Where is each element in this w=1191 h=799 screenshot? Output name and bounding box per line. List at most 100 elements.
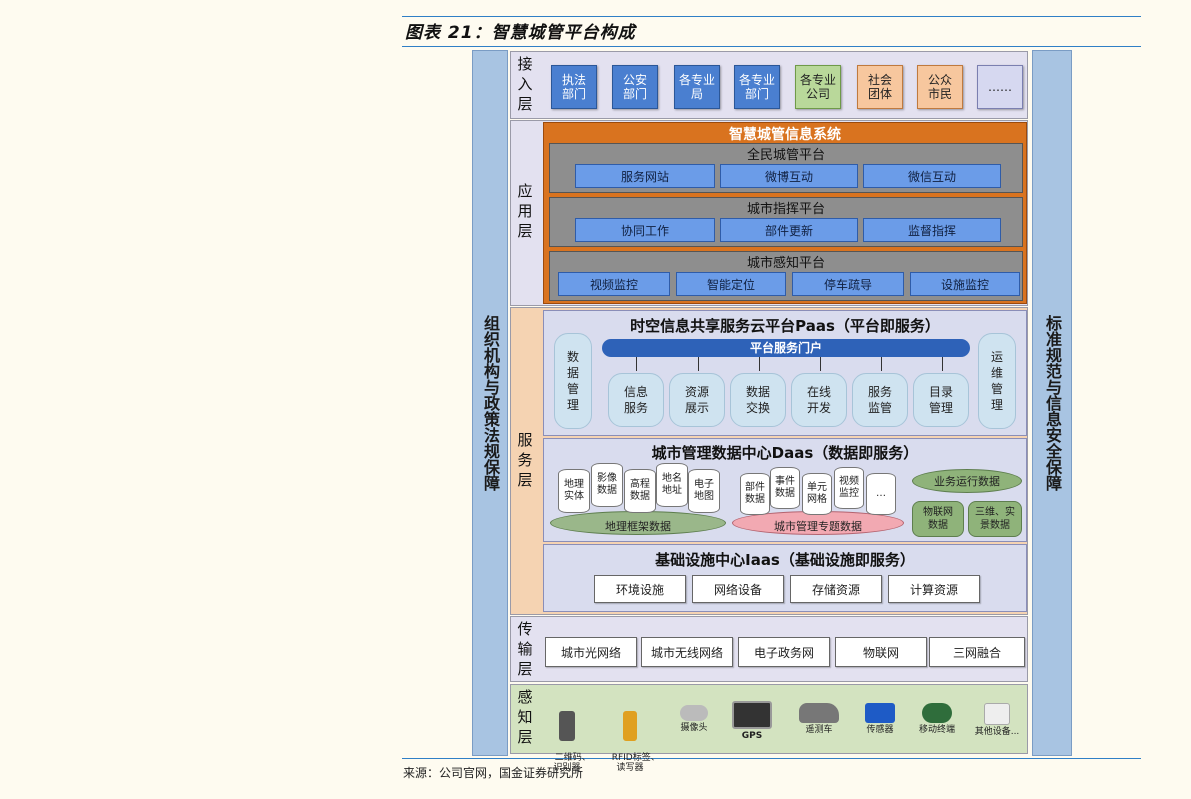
paas-panel: 时空信息共享服务云平台Paas（平台即服务） 数据管理 运维管理 平台服务门户 … bbox=[543, 310, 1027, 436]
access-layer: 接入层 执法 部门 公安 部门 各专业 局 各专业 部门 各专业 公司 社会 团… bbox=[510, 51, 1028, 119]
3d-scene-data: 三维、实 景数据 bbox=[968, 501, 1022, 537]
platform-item: 部件更新 bbox=[720, 218, 858, 242]
platform-item: 微信互动 bbox=[863, 164, 1001, 188]
device-label: GPS bbox=[741, 731, 763, 741]
iaas-item: 计算资源 bbox=[888, 575, 980, 603]
device-label: 其他设备... bbox=[974, 727, 1020, 737]
service-layer-label: 服务层 bbox=[517, 431, 533, 489]
sensing-device: 遥测车 bbox=[791, 703, 847, 735]
platform-item: 服务网站 bbox=[575, 164, 715, 188]
sensing-device: 二维码、 识别器 bbox=[541, 691, 593, 783]
access-item: 公众 市民 bbox=[917, 65, 963, 109]
paas-service: 信息 服务 bbox=[608, 373, 664, 427]
daas-panel: 城市管理数据中心Daas（数据即服务） 地理框架数据 地理 实体 影像 数据 高… bbox=[543, 438, 1027, 542]
left-guarantee-bar: 组织机构与政策法规保障 bbox=[472, 50, 508, 756]
platform-item: 监督指挥 bbox=[863, 218, 1001, 242]
business-data: 业务运行数据 bbox=[912, 469, 1022, 493]
access-item: 各专业 公司 bbox=[795, 65, 841, 109]
iaas-item: 环境设施 bbox=[594, 575, 686, 603]
geo-data-cylinder: 电子 地图 bbox=[688, 469, 720, 513]
city-data-cylinder: 单元 网格 bbox=[802, 473, 832, 515]
network-item: 物联网 bbox=[835, 637, 927, 667]
city-topic-base: 城市管理专题数据 bbox=[732, 511, 904, 535]
camera-icon bbox=[680, 705, 708, 721]
sensor-icon bbox=[865, 703, 895, 723]
platform-item: 视频监控 bbox=[558, 272, 670, 296]
right-guarantee-bar: 标准规范与信息安全保障 bbox=[1032, 50, 1072, 756]
transport-layer-label: 传输层 bbox=[517, 620, 533, 678]
network-item: 城市无线网络 bbox=[641, 637, 733, 667]
daas-title: 城市管理数据中心Daas（数据即服务） bbox=[651, 444, 919, 462]
rfid-reader-icon bbox=[623, 711, 637, 741]
geo-data-cylinder: 地理 实体 bbox=[558, 469, 590, 513]
network-item: 城市光网络 bbox=[545, 637, 637, 667]
platform-title: 城市感知平台 bbox=[746, 256, 825, 271]
figure-title: 图表 21：智慧城管平台构成 bbox=[405, 23, 636, 43]
access-item: 执法 部门 bbox=[551, 65, 597, 109]
title-rule bbox=[402, 46, 1141, 47]
device-label: 传感器 bbox=[866, 725, 894, 735]
top-rule bbox=[402, 16, 1141, 17]
platform-panel: 城市指挥平台 协同工作 部件更新 监督指挥 bbox=[549, 197, 1023, 247]
device-label: 遥测车 bbox=[805, 725, 833, 735]
device-label: 移动终端 bbox=[918, 725, 955, 735]
platform-item: 协同工作 bbox=[575, 218, 715, 242]
right-guarantee-label: 标准规范与信息安全保障 bbox=[1043, 315, 1062, 491]
portal-connector bbox=[698, 357, 699, 371]
paas-service: 服务 监管 bbox=[852, 373, 908, 427]
mobile-terminal-icon bbox=[922, 703, 952, 723]
access-layer-label: 接入层 bbox=[517, 55, 533, 113]
access-item: 公安 部门 bbox=[612, 65, 658, 109]
smart-city-system: 智慧城管信息系统 全民城管平台 服务网站 微博互动 微信互动 城市指挥平台 协同… bbox=[543, 122, 1027, 304]
figure-source: 来源：公司官网，国金证券研究所 bbox=[403, 766, 584, 780]
platform-panel: 城市感知平台 视频监控 智能定位 停车疏导 设施监控 bbox=[549, 251, 1023, 301]
portal-connector bbox=[881, 357, 882, 371]
geo-data-cylinder: 高程 数据 bbox=[624, 469, 656, 513]
ops-management: 运维管理 bbox=[978, 333, 1016, 429]
sensing-layer: 感知层 二维码、 识别器 RFID标签、 读写器 摄像头 GPS 遥测车 传感器… bbox=[510, 684, 1028, 773]
application-layer: 应用层 智慧城管信息系统 全民城管平台 服务网站 微博互动 微信互动 城市指挥平… bbox=[510, 120, 1028, 306]
city-data-cylinder: … bbox=[866, 473, 896, 515]
application-layer-label: 应用层 bbox=[517, 182, 533, 240]
access-item: 社会 团体 bbox=[857, 65, 903, 109]
city-data-cylinder: 部件 数据 bbox=[740, 473, 770, 515]
portal-connector bbox=[820, 357, 821, 371]
left-guarantee-label: 组织机构与政策法规保障 bbox=[481, 315, 500, 491]
iot-data: 物联网 数据 bbox=[912, 501, 964, 537]
sensing-layer-label: 感知层 bbox=[517, 688, 533, 746]
geo-data-cylinder: 地名 地址 bbox=[656, 463, 688, 507]
data-management: 数据管理 bbox=[554, 333, 592, 429]
sensing-device: 移动终端 bbox=[909, 703, 965, 735]
sensing-device: GPS bbox=[727, 701, 777, 741]
device-label: RFID标签、 读写器 bbox=[611, 753, 660, 773]
transport-layer: 传输层 城市光网络 城市无线网络 电子政务网 物联网 三网融合 bbox=[510, 616, 1028, 682]
platform-title: 全民城管平台 bbox=[746, 148, 825, 163]
portal-connector bbox=[636, 357, 637, 371]
bottom-rule bbox=[402, 758, 1141, 759]
paas-service: 目录 管理 bbox=[913, 373, 969, 427]
platform-title: 城市指挥平台 bbox=[746, 202, 825, 217]
iaas-item: 网络设备 bbox=[692, 575, 784, 603]
paas-title: 时空信息共享服务云平台Paas（平台即服务） bbox=[630, 317, 940, 335]
access-item: 各专业 局 bbox=[674, 65, 720, 109]
platform-item: 停车疏导 bbox=[792, 272, 904, 296]
portal-connector bbox=[942, 357, 943, 371]
geo-data-cylinder: 影像 数据 bbox=[591, 463, 623, 507]
platform-item: 设施监控 bbox=[910, 272, 1020, 296]
geo-framework-base: 地理框架数据 bbox=[550, 511, 726, 535]
platform-portal: 平台服务门户 bbox=[602, 339, 970, 357]
city-data-cylinder: 视频 监控 bbox=[834, 467, 864, 509]
platform-item: 微博互动 bbox=[720, 164, 858, 188]
iaas-item: 存储资源 bbox=[790, 575, 882, 603]
paas-service: 数据 交换 bbox=[730, 373, 786, 427]
sensing-device: 传感器 bbox=[855, 703, 905, 735]
device-label: 二维码、 识别器 bbox=[553, 753, 591, 773]
device-label: 摄像头 bbox=[680, 723, 708, 733]
network-item: 三网融合 bbox=[929, 637, 1025, 667]
paas-service: 资源 展示 bbox=[669, 373, 725, 427]
sensing-device: 其他设备... bbox=[967, 703, 1027, 737]
iaas-panel: 基础设施中心Iaas（基础设施即服务） 环境设施 网络设备 存储资源 计算资源 bbox=[543, 544, 1027, 612]
city-data-cylinder: 事件 数据 bbox=[770, 467, 800, 509]
platform-panel: 全民城管平台 服务网站 微博互动 微信互动 bbox=[549, 143, 1023, 193]
portal-connector bbox=[759, 357, 760, 371]
